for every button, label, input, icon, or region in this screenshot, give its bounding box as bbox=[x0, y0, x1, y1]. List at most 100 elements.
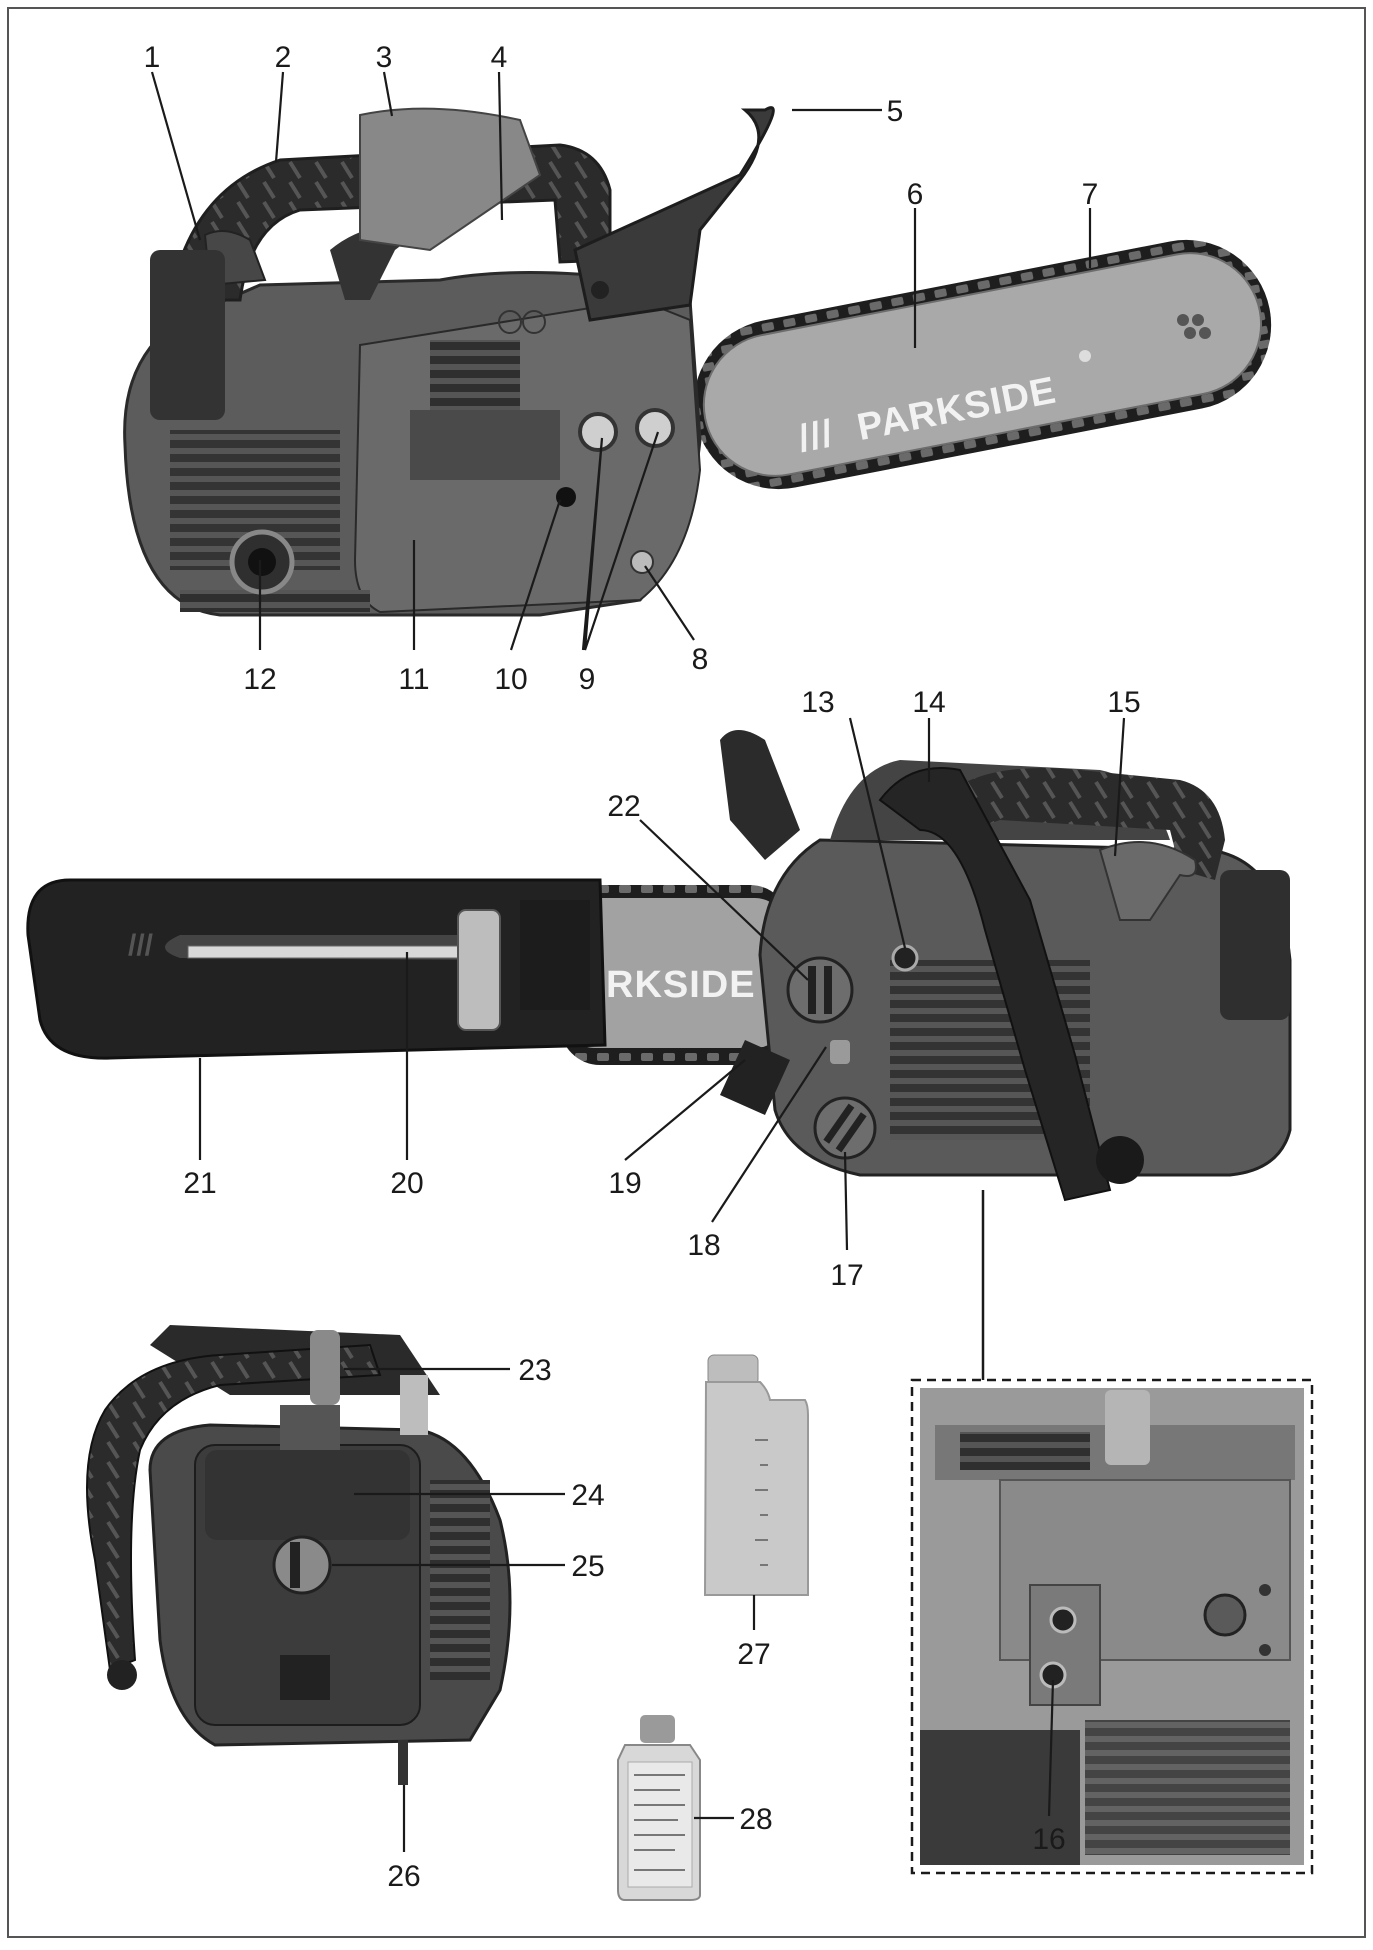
bar-mark-text: /// bbox=[795, 413, 837, 461]
callout-17: 17 bbox=[830, 1259, 863, 1292]
rear-foot bbox=[107, 1660, 137, 1690]
bottom-vents bbox=[180, 590, 370, 612]
bar-cover-mark: /// bbox=[128, 929, 154, 962]
cover-latch bbox=[520, 900, 590, 1010]
rear-vents bbox=[430, 1480, 490, 1680]
callout-28: 28 bbox=[739, 1803, 772, 1836]
top-cover-marking bbox=[280, 1405, 340, 1450]
oil-tank-cap bbox=[786, 956, 854, 1024]
cover-screw-top bbox=[591, 281, 609, 299]
callout-3: 3 bbox=[376, 41, 393, 74]
fuel-tank-cap bbox=[813, 1096, 877, 1160]
inset-lower-vents bbox=[1085, 1720, 1290, 1855]
callout-11: 11 bbox=[398, 663, 429, 696]
oil-cap-slot-2 bbox=[824, 966, 832, 1014]
wrench-socket bbox=[457, 909, 501, 1031]
leader-10 bbox=[509, 499, 562, 651]
inset-small-hole-1 bbox=[1259, 1584, 1271, 1596]
cover-vents bbox=[430, 340, 520, 410]
bottle-cap bbox=[707, 1354, 759, 1386]
guide-bar-left bbox=[565, 898, 785, 1048]
front-handle bbox=[878, 767, 1112, 1202]
starter-grip bbox=[1098, 841, 1197, 921]
callout-18: 18 bbox=[687, 1229, 720, 1262]
inset-filler-neck bbox=[1105, 1390, 1150, 1465]
inset-frame bbox=[910, 1378, 1314, 1875]
tension-screw-hole bbox=[556, 487, 576, 507]
wrench-shaft bbox=[187, 945, 459, 959]
bar-nut-1 bbox=[578, 412, 618, 452]
leader-1 bbox=[150, 71, 202, 241]
hand-guard-left bbox=[720, 730, 800, 860]
leader-lines bbox=[150, 71, 1126, 1852]
inset-nut bbox=[1203, 1593, 1247, 1637]
callout-24: 24 bbox=[571, 1479, 604, 1512]
detail-inset bbox=[910, 1190, 1314, 1875]
leader-19 bbox=[624, 1059, 746, 1161]
chain-catcher-screw bbox=[630, 550, 654, 574]
air-filter-knob-grip bbox=[290, 1542, 300, 1588]
leader-15 bbox=[1113, 717, 1126, 857]
inset-screw-upper bbox=[1049, 1606, 1077, 1634]
leader-9 bbox=[581, 431, 660, 651]
recessed-panel bbox=[410, 410, 560, 480]
muffler-hole bbox=[248, 548, 276, 576]
chain-adjust-screw bbox=[398, 1740, 408, 1785]
guide-bar bbox=[702, 252, 1263, 477]
fuel-cap-slot bbox=[823, 1103, 855, 1144]
inset-top-vents bbox=[960, 1432, 1090, 1470]
top-handle-grip bbox=[940, 768, 1225, 880]
rear-bumper bbox=[1096, 1136, 1144, 1184]
emblem-left bbox=[498, 310, 522, 334]
hand-guard bbox=[359, 107, 542, 252]
oil-bottle-cap bbox=[640, 1715, 675, 1743]
callout-6: 6 bbox=[907, 178, 924, 211]
callout-2: 2 bbox=[275, 41, 292, 74]
callout-12: 12 bbox=[243, 663, 276, 696]
spark-plug-boot bbox=[310, 1330, 340, 1405]
bottle-scale-marks bbox=[755, 1439, 768, 1566]
leader-18 bbox=[711, 1046, 827, 1223]
rear-front-handle bbox=[86, 1343, 382, 1672]
callout-27: 27 bbox=[737, 1638, 770, 1671]
oil-sight-window bbox=[830, 1040, 850, 1064]
figure-frame bbox=[7, 7, 1366, 1938]
air-filter-cover bbox=[205, 1450, 410, 1540]
fuel-cap-slot-2 bbox=[835, 1112, 867, 1153]
callout-7: 7 bbox=[1082, 178, 1099, 211]
leader-4 bbox=[497, 71, 504, 221]
chainsaw-rear-view bbox=[86, 1325, 512, 1785]
inset-bracket bbox=[1029, 1584, 1101, 1706]
leader-13 bbox=[848, 717, 907, 949]
choke-knob bbox=[891, 944, 919, 972]
callout-14: 14 bbox=[912, 686, 945, 719]
bottle-body bbox=[703, 1381, 809, 1596]
callout-9: 9 bbox=[579, 663, 596, 696]
chainsaw-left-side-view: /// RKSIDE bbox=[26, 730, 1292, 1202]
callout-26: 26 bbox=[387, 1860, 420, 1893]
callout-8: 8 bbox=[692, 643, 709, 676]
oil-cap-slot bbox=[808, 966, 816, 1014]
callout-5: 5 bbox=[887, 95, 904, 128]
callout-15: 15 bbox=[1107, 686, 1140, 719]
inset-small-hole-2 bbox=[1259, 1644, 1271, 1656]
handle-tab bbox=[400, 1375, 428, 1435]
fuel-tank-window bbox=[280, 1655, 330, 1700]
leader-2 bbox=[274, 71, 285, 163]
callout-13: 13 bbox=[801, 686, 834, 719]
air-filter-knob bbox=[272, 1535, 332, 1595]
callout-20: 20 bbox=[390, 1167, 423, 1200]
chainsaw-right-side-view: /// PARKSIDE bbox=[123, 106, 1272, 617]
callout-labels: 1 2 3 4 5 6 7 8 9 10 11 12 13 14 15 16 1… bbox=[144, 41, 1141, 1893]
leader-8 bbox=[644, 565, 695, 641]
chain-brake-lever bbox=[573, 106, 775, 322]
leader-16 bbox=[1047, 1679, 1055, 1817]
emblem-right bbox=[522, 310, 546, 334]
callout-23: 23 bbox=[518, 1354, 551, 1387]
chain-oil-bottle bbox=[617, 1715, 701, 1901]
bar-nut-2 bbox=[635, 408, 675, 448]
callout-4: 4 bbox=[491, 41, 508, 74]
spike-bumper bbox=[720, 1040, 790, 1115]
